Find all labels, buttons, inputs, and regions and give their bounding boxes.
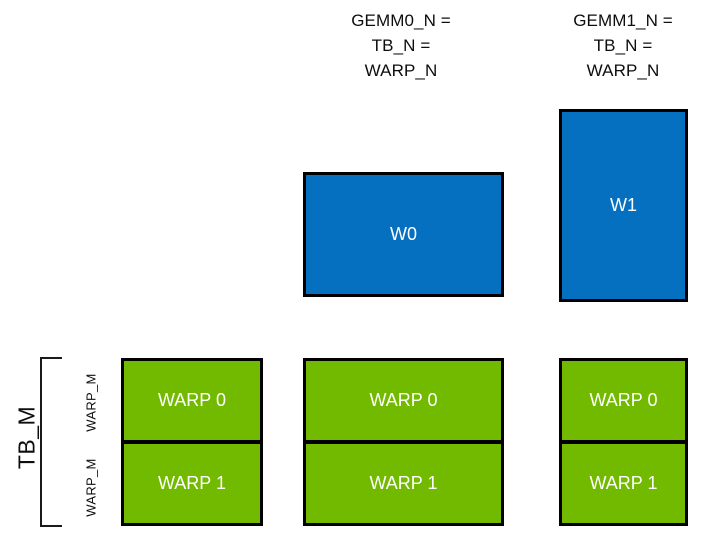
green-cell-warp0: WARP 0 <box>559 358 688 443</box>
green-column-0: WARP 0 WARP 1 <box>121 358 263 526</box>
green-column-2: WARP 0 WARP 1 <box>559 358 688 526</box>
axis-label-tb-m: TB_M <box>13 405 40 470</box>
column-header-gemm1: GEMM1_N = TB_N = WARP_N <box>573 11 673 80</box>
axis-label-warp-m-row1: WARP_M <box>83 458 99 517</box>
green-cell-warp0: WARP 0 <box>303 358 504 443</box>
green-cell-warp1: WARP 1 <box>121 441 263 526</box>
green-column-1: WARP 0 WARP 1 <box>303 358 504 526</box>
green-cell-warp1: WARP 1 <box>559 441 688 526</box>
green-cell-warp1: WARP 1 <box>303 441 504 526</box>
green-cell-warp0: WARP 0 <box>121 358 263 443</box>
blue-tile-w1: W1 <box>559 109 688 302</box>
blue-tile-w0: W0 <box>303 172 504 297</box>
column-header-gemm0: GEMM0_N = TB_N = WARP_N <box>351 11 451 80</box>
tb-m-bracket <box>40 357 62 527</box>
axis-label-warp-m-row0: WARP_M <box>83 373 99 432</box>
